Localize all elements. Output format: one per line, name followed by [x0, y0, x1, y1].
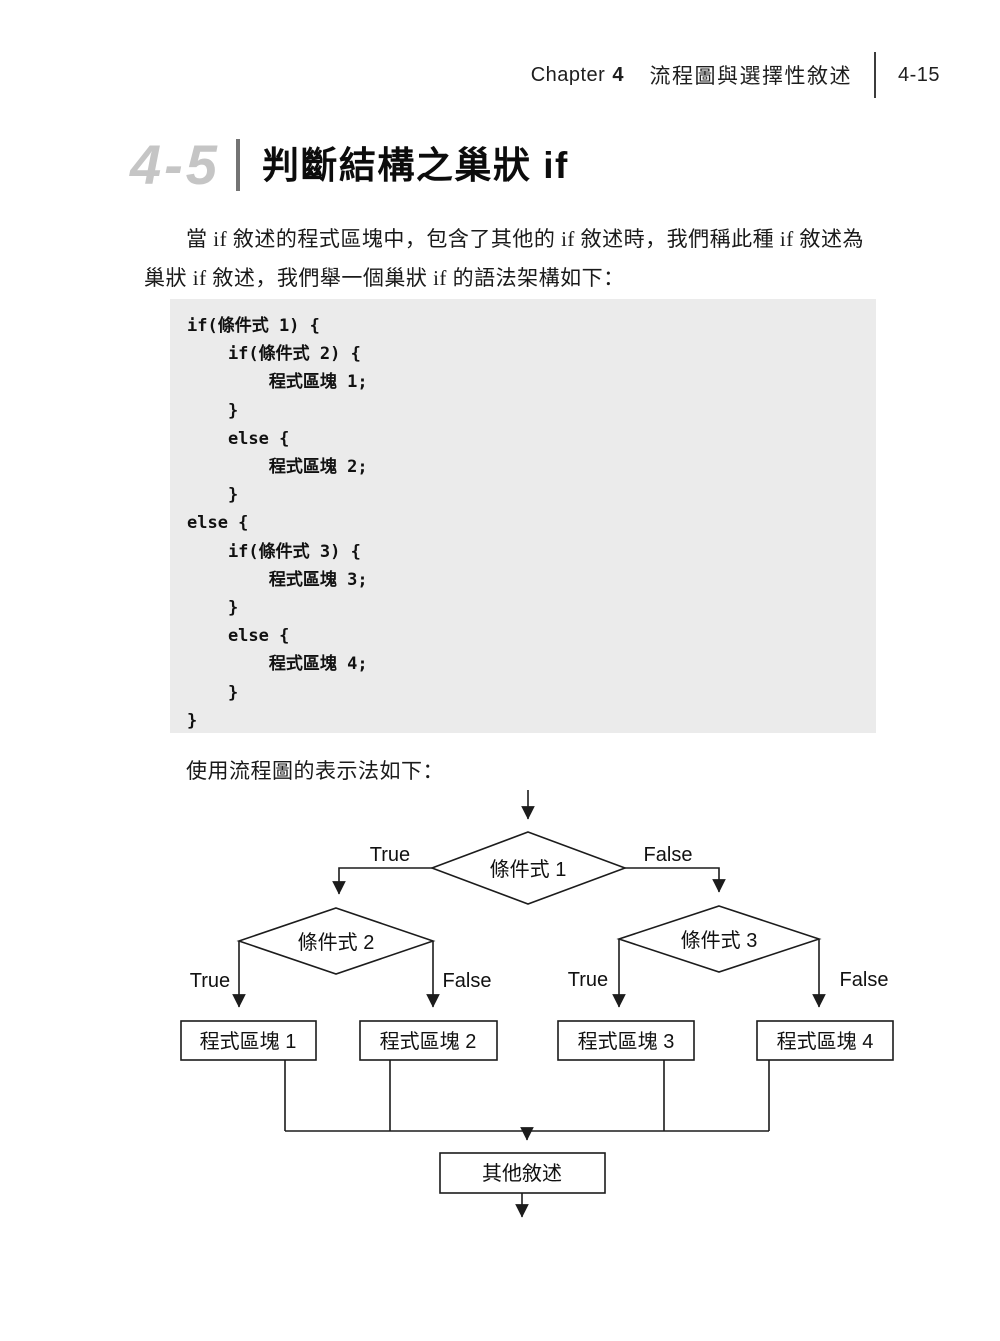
- chapter-number: 4: [612, 63, 624, 86]
- page-header: Chapter 4 流程圖與選擇性敘述 4-15: [531, 52, 940, 98]
- decision-3-label: 條件式 3: [681, 929, 758, 952]
- end-box: [439, 1152, 606, 1194]
- process-4-label: 程式區塊 4: [777, 1030, 874, 1053]
- process-box-4: [756, 1020, 894, 1061]
- end-box-label: 其他敘述: [482, 1162, 562, 1185]
- page-number: 4-15: [897, 63, 940, 86]
- process-box-3: [557, 1020, 695, 1061]
- branch-label-false-3: False: [840, 969, 889, 991]
- chapter-label: Chapter: [530, 63, 606, 86]
- intro-paragraph: 當 if 敘述的程式區塊中，包含了其他的 if 敘述時，我們稱此種 if 敘述為…: [144, 227, 864, 290]
- merge-connector-lines: [284, 1060, 770, 1132]
- process-box-1: [180, 1020, 317, 1061]
- true-branch-connector-1: [332, 867, 432, 895]
- flowchart-diagram: 條件式 1 True False 條件式 2 條件式 3 True False …: [180, 790, 894, 1218]
- branch-label-false-2: False: [443, 970, 492, 992]
- section-number: 4-5: [130, 133, 220, 196]
- branch-label-true-1: True: [370, 844, 410, 866]
- section-title: 判斷結構之巢狀 if: [261, 144, 569, 186]
- process-3-label: 程式區塊 3: [578, 1030, 675, 1053]
- branch-label-true-2: True: [190, 970, 230, 992]
- false-branch-connector-1: [625, 867, 726, 893]
- process-1-label: 程式區塊 1: [200, 1030, 297, 1053]
- flowchart-caption: 使用流程圖的表示法如下：: [186, 759, 444, 783]
- section-divider-bar: [235, 139, 240, 191]
- decision-diamond-3: [616, 905, 822, 973]
- header-divider: [873, 52, 876, 98]
- section-heading: 4-5 判斷結構之巢狀 if: [130, 132, 569, 198]
- branch-label-true-3: True: [568, 969, 608, 991]
- branch-label-false-1: False: [644, 844, 693, 866]
- decision-diamond-2: [236, 907, 436, 975]
- decision-2-label: 條件式 2: [298, 931, 375, 954]
- process-box-2: [359, 1020, 498, 1061]
- code-block: if(條件式 1) { if(條件式 2) { 程式區塊 1; } else {…: [170, 299, 876, 733]
- decision-1-label: 條件式 1: [490, 858, 567, 881]
- process-2-label: 程式區塊 2: [380, 1030, 477, 1053]
- code-listing: if(條件式 1) { if(條件式 2) { 程式區塊 1; } else {…: [187, 316, 368, 731]
- chapter-title: 流程圖與選擇性敘述: [649, 65, 852, 88]
- decision-diamond-1: [429, 831, 628, 905]
